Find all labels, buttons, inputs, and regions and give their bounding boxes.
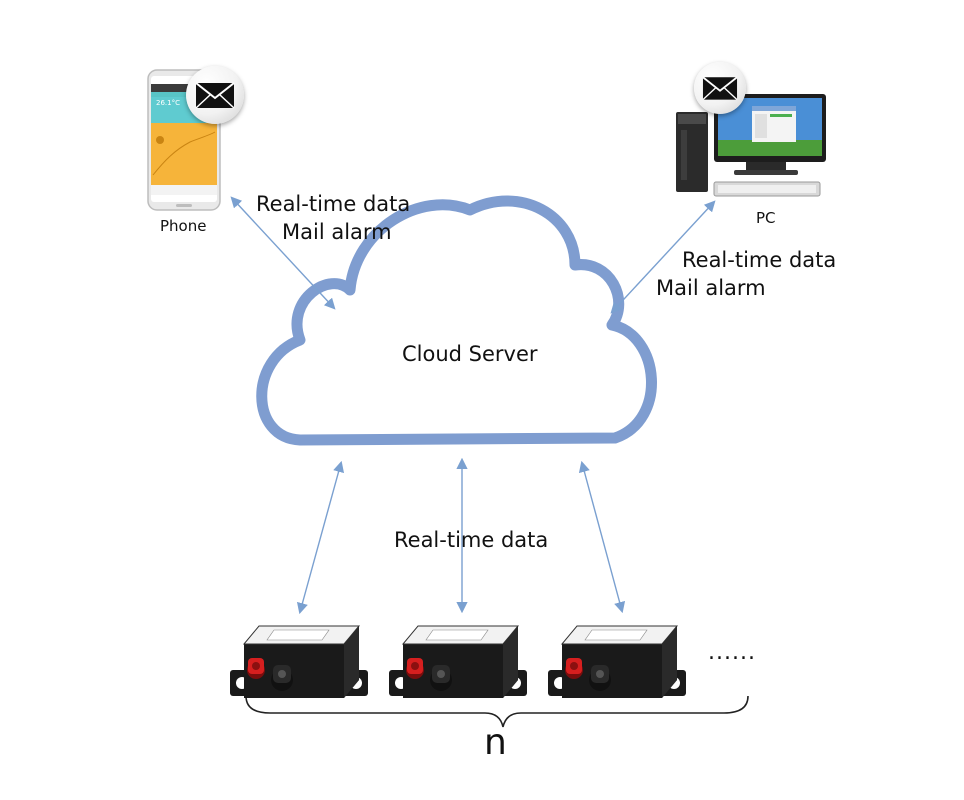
phone-screen-temp: 26.1°C	[156, 99, 180, 107]
cloud-outline	[256, 195, 657, 446]
pc-link-label-1: Real-time data	[682, 248, 837, 272]
sensor-device-icon	[388, 625, 528, 699]
phone-label: Phone	[160, 217, 207, 235]
cloud-server-label: Cloud Server	[402, 342, 538, 366]
pc-label: PC	[756, 209, 776, 227]
phone-link-label-1: Real-time data	[256, 192, 411, 216]
devices-link-label: Real-time data	[394, 528, 549, 552]
devices-ellipsis: ......	[708, 640, 756, 665]
sensor-device-icon	[547, 625, 687, 699]
device-count-label: n	[484, 722, 507, 763]
phone-link-label-2: Mail alarm	[282, 220, 392, 244]
arrow-device3-cloud	[578, 460, 626, 614]
arrow-pc-cloud	[610, 200, 716, 314]
arrow-device1-cloud	[296, 460, 345, 615]
mail-envelope-icon	[694, 62, 746, 114]
mail-envelope-icon	[186, 66, 244, 124]
sensor-device-icon	[229, 625, 369, 699]
curly-brace	[245, 695, 749, 728]
pc-link-label-2: Mail alarm	[656, 276, 766, 300]
arrow-phone-cloud	[230, 196, 336, 310]
